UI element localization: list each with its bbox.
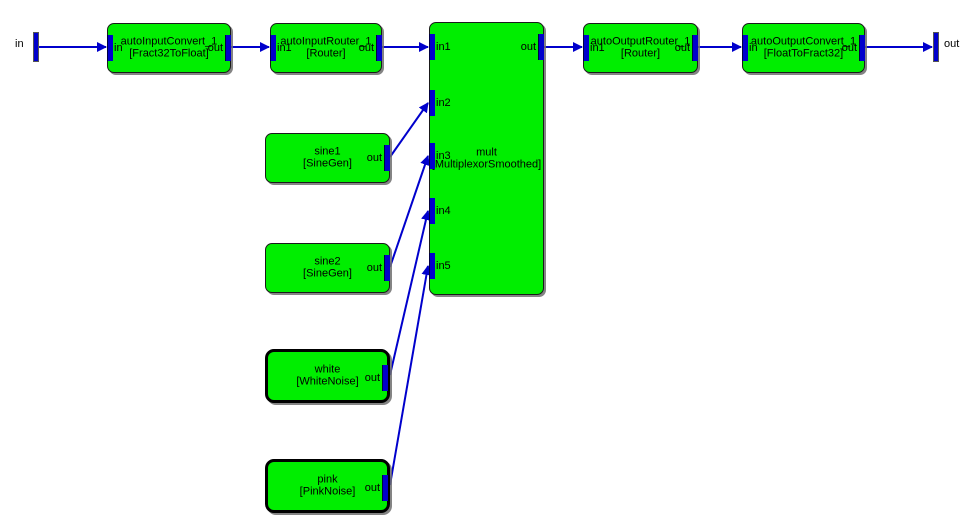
port-in-in1[interactable] (429, 34, 435, 60)
terminal-label-out: out (944, 38, 960, 50)
block-type: [Router] (306, 48, 346, 60)
block-mult[interactable]: mult[MultiplexorSmoothed] in1 in2 in3 in4 in5… (429, 22, 544, 295)
block-label-group: autoOutputRouter_1[Router] (584, 36, 697, 61)
block-name: autoInputRouter_1 (280, 35, 372, 48)
port-in-in2[interactable] (429, 90, 435, 116)
port-out-out[interactable] (538, 34, 544, 60)
block-name: white (314, 363, 341, 376)
wire-white-to-mult-in4[interactable] (389, 210, 431, 376)
block-type: [FloatToFract32] (763, 48, 844, 60)
block-sine2[interactable]: sine2[SineGen]out (265, 243, 390, 293)
terminal-label-in: in (15, 38, 24, 50)
block-label-group: sine1[SineGen] (266, 146, 389, 171)
port-label-out-autoInputRouter_1: out (358, 41, 374, 54)
port-out-out[interactable] (692, 35, 698, 61)
block-name: autoInputConvert_1 (120, 35, 218, 48)
port-label-in: in (114, 41, 123, 54)
port-in-in1[interactable] (270, 35, 276, 61)
port-out-out[interactable] (382, 365, 388, 391)
block-label-group: white[WhiteNoise] (268, 364, 387, 389)
wire-sine2-to-mult-in3[interactable] (389, 155, 430, 268)
port-label-in5: in5 (436, 259, 451, 272)
block-label-group: mult[MultiplexorSmoothed] (430, 146, 543, 171)
port-label-out-autoOutputRouter_1: out (674, 41, 690, 54)
port-label-out-white: out (364, 371, 380, 384)
port-out-out[interactable] (384, 255, 390, 281)
block-name: autoOutputConvert_1 (750, 35, 857, 48)
port-label-in3: in3 (436, 149, 451, 162)
block-name: pink (317, 473, 338, 486)
port-out-out[interactable] (859, 35, 865, 61)
wire-sine1-to-mult-in2[interactable] (389, 102, 429, 158)
port-label-in1: in1 (590, 41, 605, 54)
block-name: autoOutputRouter_1 (590, 35, 691, 48)
block-type: [Router] (620, 48, 661, 60)
block-type: [SineGen] (303, 268, 352, 280)
port-label-in2: in2 (436, 96, 451, 109)
terminal-in[interactable] (33, 32, 39, 62)
block-white[interactable]: white[WhiteNoise]out (265, 349, 390, 403)
block-name: sine1 (314, 145, 341, 158)
block-pink[interactable]: pink[PinkNoise]out (265, 459, 390, 513)
block-label-group: autoOutputConvert_1[FloatToFract32] (743, 36, 864, 61)
terminal-out[interactable] (933, 32, 939, 62)
port-out-out[interactable] (382, 475, 388, 501)
block-label-group: autoInputRouter_1[Router] (271, 36, 381, 61)
block-label-group: pink[PinkNoise] (268, 474, 387, 499)
port-label-in: in (749, 41, 758, 54)
block-type: [SineGen] (303, 158, 352, 170)
block-type: [Fract32ToFloat] (129, 48, 209, 60)
port-label-out-sine1: out (366, 151, 382, 164)
port-label-out-mult: out (520, 40, 536, 53)
port-out-out[interactable] (376, 35, 382, 61)
port-label-out-sine2: out (366, 261, 382, 274)
port-out-out[interactable] (384, 145, 390, 171)
port-label-in1: in1 (436, 40, 451, 53)
block-label-group: sine2[SineGen] (266, 256, 389, 281)
port-label-out-autoInputConvert_1: out (207, 41, 223, 54)
port-in-in[interactable] (107, 35, 113, 61)
block-type: [PinkNoise] (299, 486, 356, 498)
block-type: [WhiteNoise] (296, 376, 359, 388)
port-label-in1: in1 (277, 41, 292, 54)
block-label-group: autoInputConvert_1[Fract32ToFloat] (108, 36, 230, 61)
port-in-in3[interactable] (429, 143, 435, 169)
port-label-out-autoOutputConvert_1: out (841, 41, 857, 54)
port-in-in1[interactable] (583, 35, 589, 61)
wire-pink-to-mult-in5[interactable] (389, 265, 432, 486)
port-label-in4: in4 (436, 204, 451, 217)
port-label-out-pink: out (364, 481, 380, 494)
port-in-in4[interactable] (429, 198, 435, 224)
port-in-in[interactable] (742, 35, 748, 61)
block-type: [MultiplexorSmoothed] (431, 158, 542, 171)
block-name: mult (476, 146, 497, 159)
port-out-out[interactable] (225, 35, 231, 61)
port-in-in5[interactable] (429, 253, 435, 279)
block-name: sine2 (314, 255, 341, 268)
block-sine1[interactable]: sine1[SineGen]out (265, 133, 390, 183)
